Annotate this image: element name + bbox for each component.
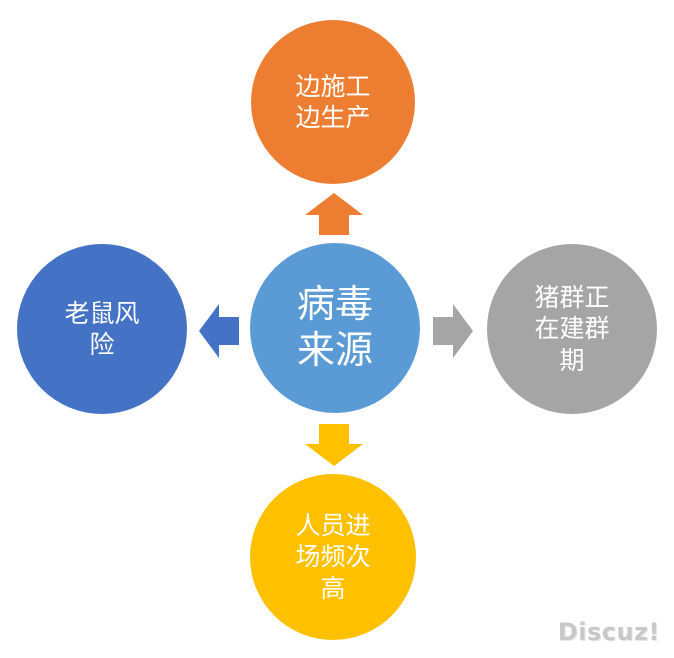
node-personnel-entry: 人员进 场频次 高 (250, 474, 416, 640)
node-rat-risk-label: 老鼠风 险 (64, 298, 140, 359)
node-personnel-entry-label: 人员进 场频次 高 (295, 511, 371, 603)
node-herd-building-label: 猪群正 在建群 期 (534, 283, 610, 375)
node-virus-source: 病毒 来源 (250, 243, 420, 413)
arrow-up-icon (305, 193, 363, 235)
arrow-right-icon (433, 304, 473, 358)
node-herd-building: 猪群正 在建群 期 (487, 244, 657, 414)
node-construction-production-label: 边施工 边生产 (295, 71, 371, 132)
arrow-up-shape (305, 193, 363, 235)
node-construction-production: 边施工 边生产 (251, 20, 415, 184)
arrow-left-shape (199, 304, 239, 358)
discuz-watermark: Discuz! (557, 618, 660, 646)
arrow-down-icon (305, 424, 363, 466)
arrow-right-shape (433, 304, 473, 358)
node-rat-risk: 老鼠风 险 (17, 244, 187, 414)
arrow-down-shape (305, 424, 363, 466)
node-virus-source-label: 病毒 来源 (296, 282, 373, 372)
arrow-left-icon (199, 304, 239, 358)
